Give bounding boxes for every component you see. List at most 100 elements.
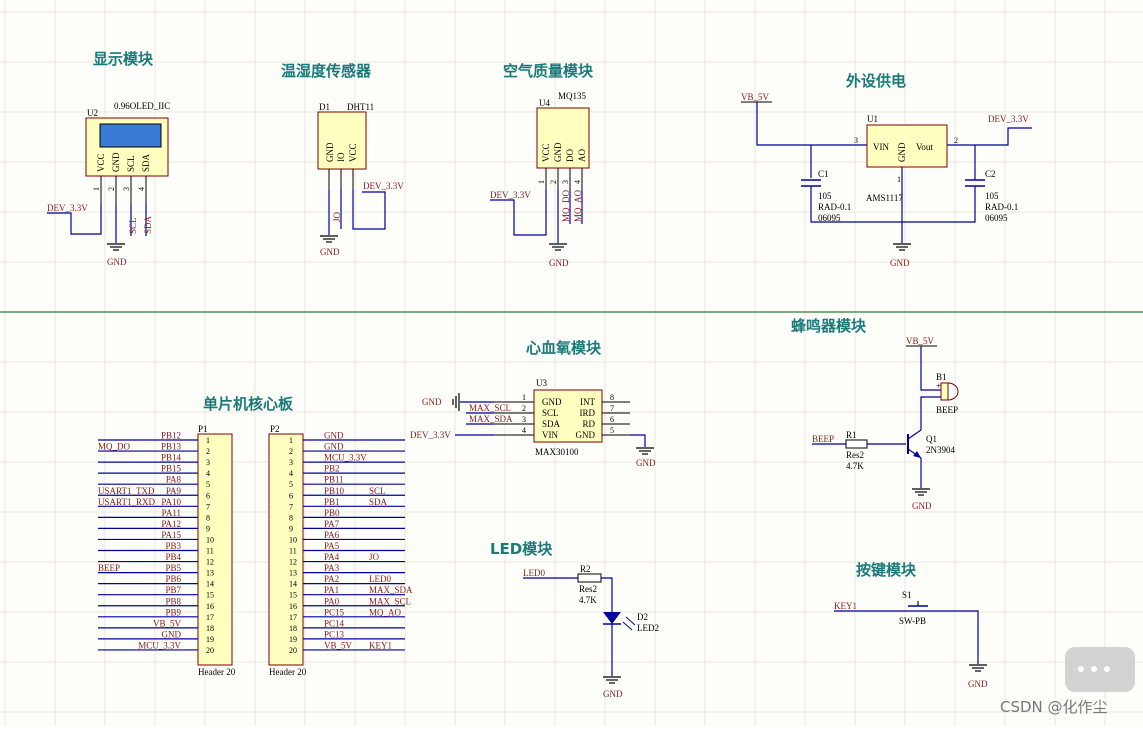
u3-left-pin-label: SCL — [542, 408, 559, 418]
u3-net-gnd-right: GND — [636, 458, 656, 468]
u4-net-do: MQ_DO — [561, 189, 571, 222]
c2-footprint: RAD-0.1 — [985, 202, 1018, 212]
ground-symbol — [107, 243, 125, 251]
p1-pin-label: PB3 — [165, 541, 181, 551]
u3-designator: U3 — [536, 378, 547, 388]
title-display: 显示模块 — [93, 50, 154, 68]
p1-pin-label: PB9 — [165, 607, 181, 617]
p1-pin-label: PB4 — [165, 552, 181, 562]
title-key: 按键模块 — [856, 561, 917, 579]
u3-right-pin-number: 7 — [610, 404, 614, 413]
r2-resistor — [577, 573, 602, 583]
p1-pin-label: VB_5V — [153, 618, 182, 628]
p1-pin-label: MCU_3.3V — [138, 640, 181, 650]
ground-symbol — [912, 488, 930, 496]
ground-symbol — [636, 447, 654, 455]
r1-value: Res2 — [846, 450, 864, 460]
p2-pin-number: 3 — [289, 458, 293, 467]
key-net-gnd: GND — [968, 679, 988, 689]
p2-pin-number: 5 — [289, 480, 293, 489]
u2-pin-num-3: 3 — [122, 187, 131, 191]
p2-pin-label: VB_5V — [324, 640, 353, 650]
csdn-watermark: CSDN @化作尘 — [1000, 647, 1135, 716]
title-air-quality: 空气质量模块 — [503, 62, 594, 80]
u4-net-dev33: DEV_3.3V — [490, 190, 531, 200]
d1-pin-vcc: VCC — [348, 143, 358, 162]
p2-pin-label: PB10 — [324, 486, 345, 496]
title-temp-humidity: 温湿度传感器 — [281, 62, 372, 80]
c2-code: 06095 — [985, 213, 1008, 223]
u1-pin-vin: VIN — [873, 142, 889, 152]
u2-pin-num-2: 2 — [107, 187, 116, 191]
u1-designator: U1 — [867, 114, 878, 124]
p2-pin-label: PB2 — [324, 464, 340, 474]
key-module: KEY1 S1 SW-PB GND — [834, 590, 988, 689]
u2-net-dev33: DEV_3.3V — [47, 203, 88, 213]
led-module: LED0 R2 Res2 4.7K D2 LED2 GND — [523, 564, 659, 699]
p2-pin-number: 1 — [289, 436, 293, 445]
u3-right-pin-number: 6 — [610, 415, 614, 424]
p1-pin-number: 3 — [206, 458, 210, 467]
p1-pin-label: PB15 — [161, 464, 182, 474]
d1-net-io: JO — [332, 211, 342, 222]
c2-value: 105 — [985, 191, 999, 201]
d1-part: DHT11 — [347, 102, 374, 112]
u3-part: MAX30100 — [535, 447, 579, 457]
u4-pin-num-4: 4 — [573, 180, 582, 184]
r2-value: Res2 — [579, 584, 597, 594]
led-net-gnd: GND — [603, 689, 623, 699]
u2-net-gnd: GND — [107, 257, 127, 267]
key-net: KEY1 — [834, 601, 857, 611]
u3-left-pin-number: 4 — [522, 426, 526, 435]
u4-pin-do: DO — [565, 149, 575, 162]
d2-designator: D2 — [637, 612, 648, 622]
ground-symbol — [549, 243, 567, 251]
ground-symbol — [893, 243, 911, 251]
u3-net-scl: MAX_SCL — [469, 403, 511, 413]
p1-pin-net: BEEP — [98, 563, 120, 573]
u2-pin-gnd: GND — [111, 152, 121, 172]
p2-pin-number: 11 — [289, 547, 297, 556]
p2-body — [268, 433, 304, 666]
p2-pin-number: 16 — [289, 602, 297, 611]
r1-resistance: 4.7K — [846, 461, 864, 471]
power-net-gnd: GND — [890, 258, 910, 268]
oled-screen — [99, 123, 162, 148]
title-spo2: 心血氧模块 — [526, 339, 602, 357]
buzzer-module: VB_5V B1 + BEEP BEEP R1 Res2 4.7K Q1 2N3… — [812, 336, 959, 511]
p2-pin-label: PA0 — [324, 596, 340, 606]
d1-body — [317, 111, 367, 170]
dht11-module-d1: D1 DHT11 GND IO VCC JO DEV_3.3V GND — [317, 102, 404, 257]
p1-pin-number: 1 — [206, 436, 210, 445]
u3-right-pin-label: RD — [582, 419, 595, 429]
p2-pin-number: 4 — [289, 469, 293, 478]
p1-pin-number: 20 — [206, 646, 214, 655]
p1-pin-label: PA8 — [166, 475, 182, 485]
p2-pin-label: PC15 — [324, 607, 345, 617]
buzzer-body — [940, 382, 949, 401]
s1-designator: S1 — [902, 590, 912, 600]
p2-pin: PB2 4 — [289, 464, 405, 478]
p1-pin-label: PB5 — [165, 563, 181, 573]
u3-left-pin-label: SDA — [542, 419, 561, 429]
